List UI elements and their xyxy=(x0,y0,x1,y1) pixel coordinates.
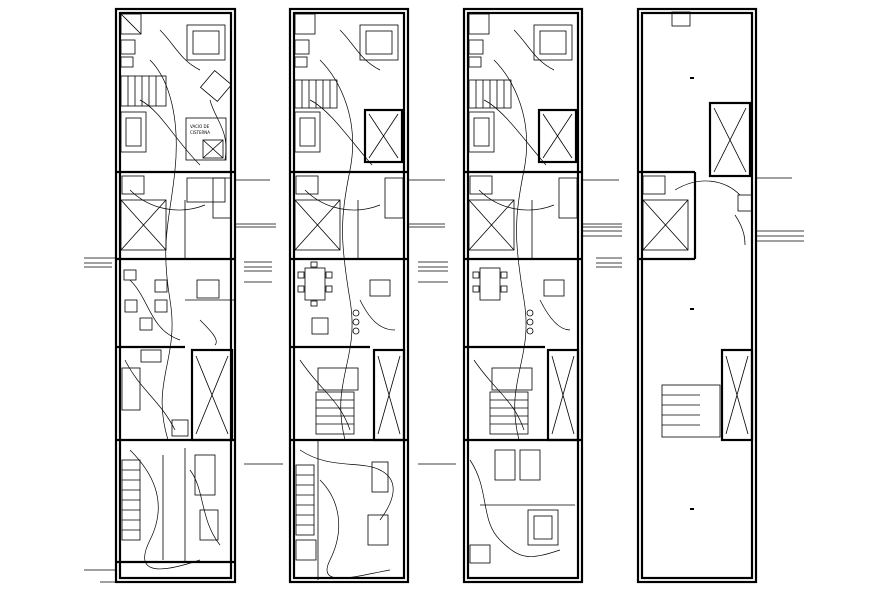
plan-3 xyxy=(462,7,622,584)
stair-bottom-2 xyxy=(295,464,315,536)
stair-top-3 xyxy=(468,79,512,109)
stair-mid-2 xyxy=(315,391,355,435)
stair-top-1 xyxy=(120,75,167,107)
room-note-line-1: VACIO DE xyxy=(190,124,210,129)
plan-2 xyxy=(288,7,456,584)
dining-table-3 xyxy=(472,267,508,301)
stair-mid-3 xyxy=(489,391,529,435)
dining-table-2 xyxy=(297,261,333,307)
plan-1: VACIO DE CISTERNA xyxy=(84,7,283,584)
room-note-line-2: CISTERNA xyxy=(190,130,210,135)
stair-bottom-1 xyxy=(121,459,141,541)
plan-4-roof xyxy=(636,7,804,584)
stair-roof xyxy=(661,384,721,438)
